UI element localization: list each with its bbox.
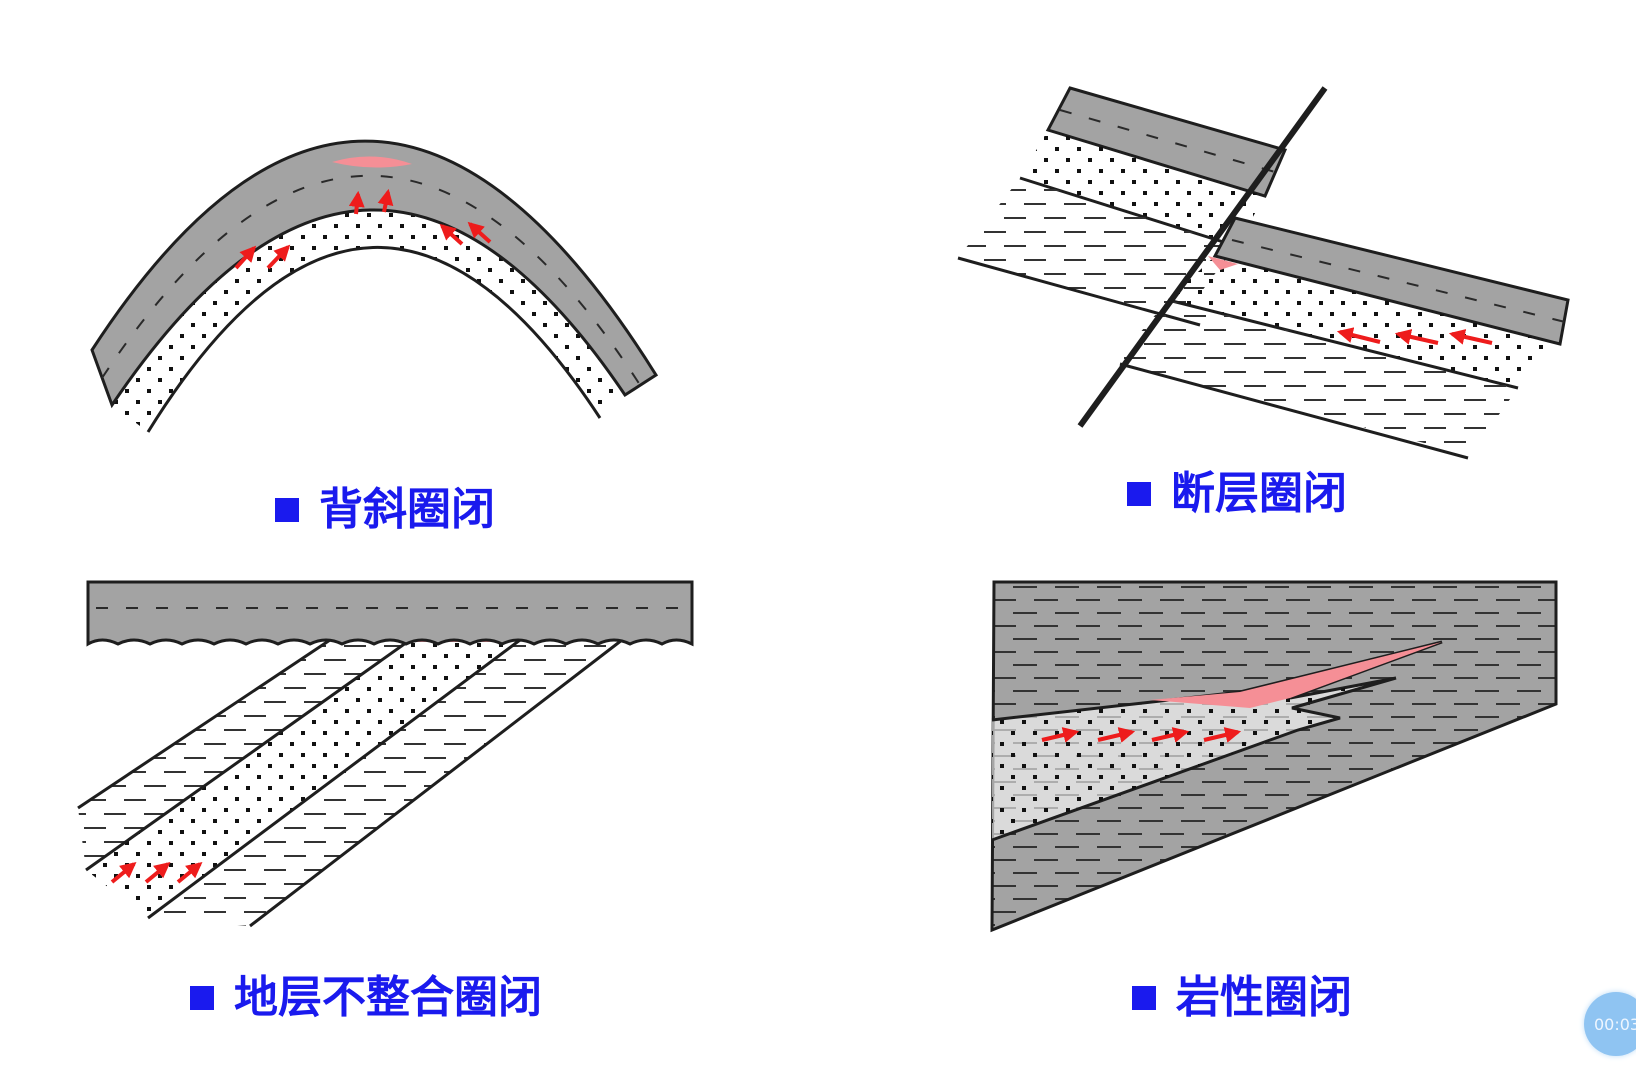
bullet-icon [190, 986, 214, 1010]
bullet-icon [1132, 986, 1156, 1010]
anticline-diagram [0, 0, 820, 470]
caption-unconformity-text: 地层不整合圈闭 [234, 972, 542, 1023]
caption-lithologic-text: 岩性圈闭 [1176, 972, 1352, 1023]
caption-lithologic: 岩性圈闭 [1132, 976, 1352, 1020]
caption-fault: 断层圈闭 [1127, 472, 1347, 516]
unconformity-diagram [0, 540, 820, 960]
migration-arrows [110, 861, 203, 884]
fault-line [1077, 86, 1328, 428]
fault-diagram [820, 0, 1636, 480]
oil-accumulation [332, 156, 412, 168]
timer-label: 00:03 [1594, 1014, 1636, 1034]
caption-anticline: 背斜圈闭 [275, 488, 495, 532]
fault-right-sand [1168, 256, 1560, 388]
video-timer-badge[interactable]: 00:03 [1584, 992, 1636, 1056]
unconformity-cap-rock [86, 580, 694, 647]
caption-anticline-text: 背斜圈闭 [319, 484, 495, 535]
cap-rock-layer [90, 139, 659, 409]
oil-accumulation [1208, 256, 1238, 270]
caption-fault-text: 断层圈闭 [1171, 468, 1347, 519]
fault-left-sand [1020, 130, 1265, 246]
migration-arrows [1336, 327, 1493, 345]
caption-unconformity: 地层不整合圈闭 [190, 976, 542, 1020]
bullet-icon [275, 498, 299, 522]
migration-arrows [234, 188, 492, 270]
migration-arrows [1041, 727, 1242, 743]
bullet-icon [1127, 482, 1151, 506]
unconformity-reservoir-sand [86, 640, 520, 918]
oil-accumulation [1150, 642, 1442, 708]
lithologic-diagram [820, 540, 1636, 980]
